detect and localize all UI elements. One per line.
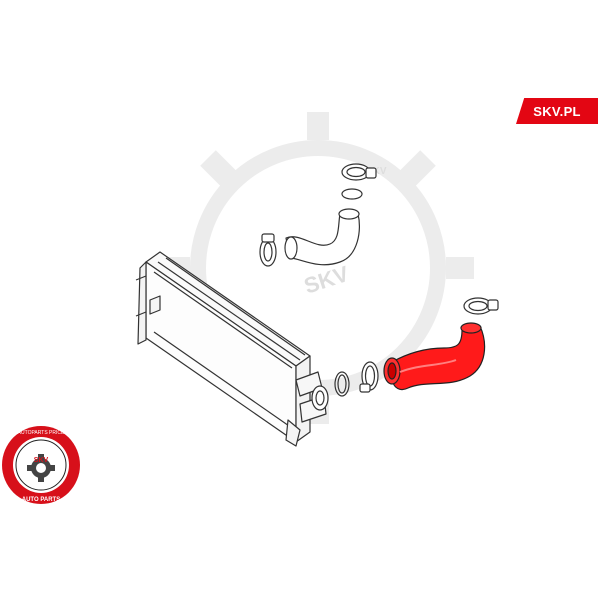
outlet-o-ring <box>334 371 350 397</box>
intercooler-radiator <box>135 251 329 447</box>
charge-air-hose <box>383 322 486 391</box>
outlet-clamp <box>359 361 379 393</box>
watermark-text: SKV <box>301 261 352 299</box>
seal-center-text: SKV <box>34 457 49 464</box>
seal-logo-icon: SKV AUTOPARTS PRICE AUTO PARTS <box>2 426 80 504</box>
brand-badge: SKV.PL <box>516 98 598 124</box>
seal-top-text: AUTOPARTS PRICE <box>18 430 65 436</box>
seal-bottom-text: AUTO PARTS <box>22 497 60 503</box>
upper-hose <box>284 208 361 266</box>
upper-o-ring <box>341 188 363 200</box>
upper-clamp <box>341 163 377 181</box>
hose-clamp-right <box>463 297 499 315</box>
left-clamp <box>259 233 277 267</box>
